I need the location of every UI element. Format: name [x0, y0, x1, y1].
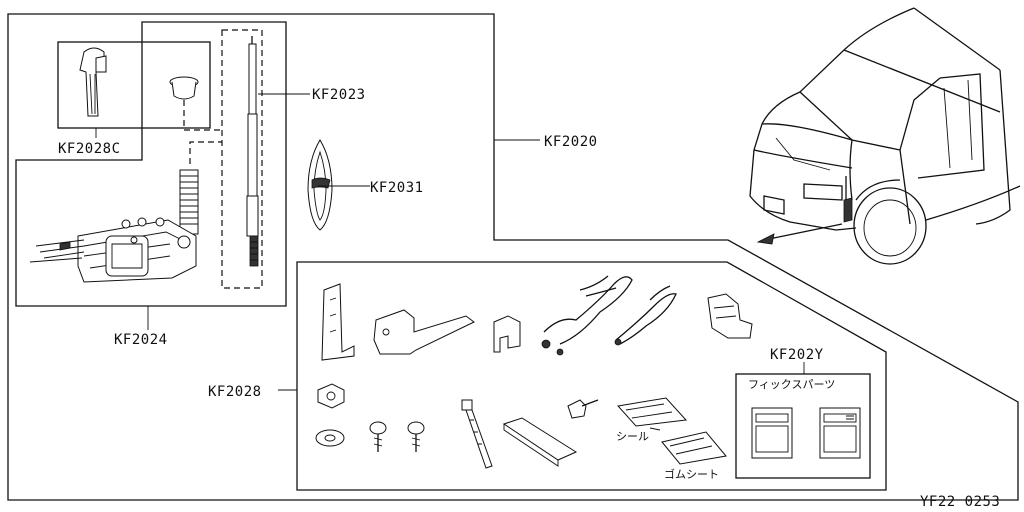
- foam-pad-part: [502, 417, 578, 467]
- rubber-sheet-label: ゴムシート: [664, 467, 719, 481]
- vehicle-illustration: [749, 7, 1021, 265]
- seal-label: シール: [616, 430, 649, 443]
- fix-parts-title: フィックスパーツ: [748, 378, 835, 391]
- motor-unit-part: [29, 217, 197, 283]
- diagram-code: YF22 0253: [920, 494, 1000, 510]
- nut-part: [317, 383, 345, 409]
- rubber-sheet-part: [661, 431, 727, 465]
- bolt-part: [567, 399, 599, 419]
- gasket-part: [307, 139, 333, 231]
- dashed-connector-cap: [183, 100, 222, 131]
- cable-tie-part: [461, 399, 493, 469]
- long-bracket-part: [373, 309, 475, 355]
- label-kf2028: KF2028: [208, 384, 262, 400]
- bracket-part: [321, 283, 355, 361]
- label-kf2020: KF2020: [544, 134, 598, 150]
- motor-group-box: [15, 21, 287, 307]
- harness-part-b: [614, 285, 677, 346]
- label-kf202y: KF202Y: [770, 347, 824, 363]
- antenna-mast-part: [246, 36, 259, 267]
- outer-frame: [7, 13, 1019, 501]
- washer-part: [315, 429, 345, 447]
- fix-parts-card-a: [751, 407, 793, 459]
- location-arrow: [763, 223, 843, 241]
- dashed-connector-mast: [189, 141, 222, 164]
- harness-part-a: [541, 275, 633, 356]
- cap-housing-part: [79, 47, 107, 117]
- dashed-mast-outline: [221, 29, 263, 289]
- small-cap-part: [169, 76, 199, 100]
- install-kit-box: [296, 261, 887, 491]
- leader-seal: [649, 427, 661, 431]
- clip-part: [493, 315, 521, 353]
- fix-parts-card-b: [819, 407, 861, 459]
- rack-cable-part: [179, 169, 199, 235]
- label-kf2031: KF2031: [370, 180, 424, 196]
- screw-part-b: [407, 421, 425, 452]
- label-kf2023: KF2023: [312, 87, 366, 103]
- seal-sheet-part: [617, 397, 688, 427]
- cap-set-box: [57, 41, 211, 129]
- label-kf2028c: KF2028C: [58, 141, 121, 157]
- connector-assembly-part: [707, 293, 753, 339]
- fix-parts-box: [735, 373, 871, 479]
- screw-part-a: [369, 421, 387, 452]
- label-kf2024: KF2024: [114, 332, 168, 348]
